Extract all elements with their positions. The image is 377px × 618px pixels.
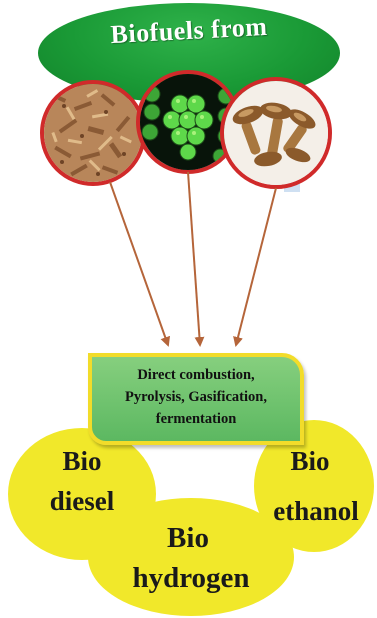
arrow-algae-to-process <box>188 172 200 345</box>
biohydrogen-label-line1: Bio <box>150 522 226 555</box>
process-line-3: fermentation <box>88 408 304 430</box>
arrow-mushroom-to-process <box>236 188 276 345</box>
bioethanol-label-line1: Bio <box>280 446 340 477</box>
biodiesel-label-line2: diesel <box>33 486 131 517</box>
arrow-wood-to-process <box>110 182 168 345</box>
process-text: Direct combustion, Pyrolysis, Gasificati… <box>88 364 304 430</box>
bioethanol-label-line2: ethanol <box>262 496 370 527</box>
biodiesel-label-line1: Bio <box>52 446 112 477</box>
process-line-2: Pyrolysis, Gasification, <box>88 386 304 408</box>
process-line-1: Direct combustion, <box>88 364 304 386</box>
biohydrogen-label-line2: hydrogen <box>106 562 276 595</box>
